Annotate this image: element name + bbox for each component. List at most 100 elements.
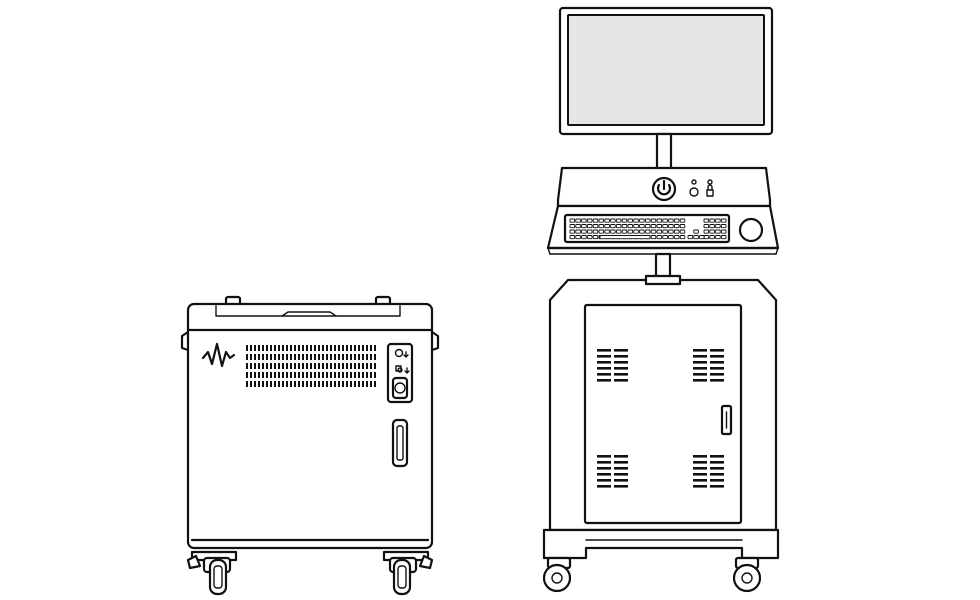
keyboard-keys[interactable] xyxy=(569,218,727,240)
keyboard-key[interactable] xyxy=(673,218,680,223)
keyboard-key[interactable] xyxy=(679,218,686,223)
keyboard-key[interactable] xyxy=(621,229,628,234)
keyboard-key[interactable] xyxy=(581,229,587,234)
keyboard-key[interactable] xyxy=(650,235,657,240)
keyboard-key[interactable] xyxy=(586,229,593,234)
indicator-button[interactable] xyxy=(689,187,699,197)
keyboard-key[interactable] xyxy=(610,218,616,223)
keyboard-key[interactable] xyxy=(703,235,710,240)
keyboard-key[interactable] xyxy=(703,218,710,223)
keyboard-key[interactable] xyxy=(592,235,599,240)
keyboard-key[interactable] xyxy=(703,229,710,234)
keyboard-key[interactable] xyxy=(604,229,610,234)
keyboard-key[interactable] xyxy=(687,235,694,240)
keyboard-key[interactable] xyxy=(679,224,686,229)
keyboard-key[interactable] xyxy=(598,224,605,229)
keyboard-key[interactable] xyxy=(673,224,680,229)
keyboard-key[interactable] xyxy=(715,224,721,229)
keyboard-key[interactable] xyxy=(615,224,622,229)
keyboard-key[interactable] xyxy=(656,218,663,223)
keyboard-key[interactable] xyxy=(581,224,587,229)
keyboard-key[interactable] xyxy=(720,229,727,234)
keyboard-key[interactable] xyxy=(709,235,715,240)
keyboard-key[interactable] xyxy=(610,224,616,229)
keyboard-key[interactable] xyxy=(598,229,605,234)
keyboard-key[interactable] xyxy=(650,218,657,223)
keyboard-key[interactable] xyxy=(581,235,587,240)
psu-door-handle-grip[interactable] xyxy=(396,425,404,461)
keyboard-key[interactable] xyxy=(703,224,710,229)
keyboard-key[interactable] xyxy=(627,218,634,223)
trackball[interactable] xyxy=(738,217,764,243)
keyboard-key[interactable] xyxy=(586,235,593,240)
keyboard-key[interactable] xyxy=(633,229,639,234)
keyboard-key[interactable] xyxy=(569,224,576,229)
keyboard-key[interactable] xyxy=(693,235,699,240)
keyboard-key[interactable] xyxy=(586,224,593,229)
caster-brake-pedal[interactable] xyxy=(418,554,434,570)
keyboard-key[interactable] xyxy=(656,229,663,234)
keyboard-key[interactable] xyxy=(592,229,599,234)
keyboard-key[interactable] xyxy=(621,224,628,229)
keyboard-key[interactable] xyxy=(598,218,605,223)
keyboard-key[interactable] xyxy=(615,229,622,234)
lock-icon[interactable] xyxy=(706,184,714,197)
keyboard-key[interactable] xyxy=(709,224,715,229)
caster-brake-pedal[interactable] xyxy=(186,554,202,570)
keyboard-key[interactable] xyxy=(709,229,715,234)
keyboard-key[interactable] xyxy=(668,218,674,223)
keyboard-key[interactable] xyxy=(575,235,581,240)
psu-knob-center[interactable] xyxy=(394,382,406,394)
keyboard-key[interactable] xyxy=(644,224,651,229)
keyboard-key[interactable] xyxy=(662,224,668,229)
keyboard-key[interactable] xyxy=(715,218,721,223)
keyboard-key[interactable] xyxy=(650,229,657,234)
left-side-handle[interactable] xyxy=(180,330,190,352)
keyboard-key[interactable] xyxy=(627,229,634,234)
keyboard-key[interactable] xyxy=(592,218,599,223)
keyboard-key[interactable] xyxy=(569,235,576,240)
keyboard-key[interactable] xyxy=(639,224,645,229)
keyboard-key[interactable] xyxy=(604,218,610,223)
keyboard-key[interactable] xyxy=(715,229,721,234)
keyboard-key[interactable] xyxy=(621,218,628,223)
keyboard-key[interactable] xyxy=(592,224,599,229)
keyboard-key[interactable] xyxy=(575,218,581,223)
keyboard-key[interactable] xyxy=(715,235,721,240)
keyboard-key[interactable] xyxy=(656,235,663,240)
keyboard-key[interactable] xyxy=(668,224,674,229)
cart-front-door[interactable] xyxy=(583,303,743,525)
keyboard-key[interactable] xyxy=(604,224,610,229)
keyboard-spacebar[interactable] xyxy=(599,235,651,240)
keyboard-key[interactable] xyxy=(720,224,727,229)
psu-door-handle[interactable] xyxy=(391,418,409,468)
keyboard-key[interactable] xyxy=(679,229,686,234)
keyboard-key[interactable] xyxy=(586,218,593,223)
keyboard-key[interactable] xyxy=(650,224,657,229)
keyboard-key[interactable] xyxy=(615,218,622,223)
keyboard-key[interactable] xyxy=(662,229,668,234)
keyboard-key[interactable] xyxy=(679,235,686,240)
keyboard-key[interactable] xyxy=(668,229,674,234)
keyboard-key[interactable] xyxy=(644,218,651,223)
keyboard-key[interactable] xyxy=(673,235,680,240)
keyboard-key[interactable] xyxy=(639,229,645,234)
keyboard-key[interactable] xyxy=(633,218,639,223)
keyboard-key[interactable] xyxy=(610,229,616,234)
right-side-handle[interactable] xyxy=(430,330,440,352)
keyboard-key[interactable] xyxy=(656,224,663,229)
keyboard-key[interactable] xyxy=(581,218,587,223)
keyboard-key[interactable] xyxy=(575,224,581,229)
keyboard-key[interactable] xyxy=(644,229,651,234)
keyboard-key[interactable] xyxy=(569,218,576,223)
keyboard-key[interactable] xyxy=(673,229,680,234)
keyboard-key[interactable] xyxy=(720,235,727,240)
keyboard-key[interactable] xyxy=(633,224,639,229)
keyboard-key[interactable] xyxy=(575,229,581,234)
keyboard-key[interactable] xyxy=(693,229,699,234)
keyboard-key[interactable] xyxy=(709,218,715,223)
keyboard-key[interactable] xyxy=(662,218,668,223)
keyboard-key[interactable] xyxy=(668,235,674,240)
keyboard-key[interactable] xyxy=(639,218,645,223)
keyboard-key[interactable] xyxy=(720,218,727,223)
